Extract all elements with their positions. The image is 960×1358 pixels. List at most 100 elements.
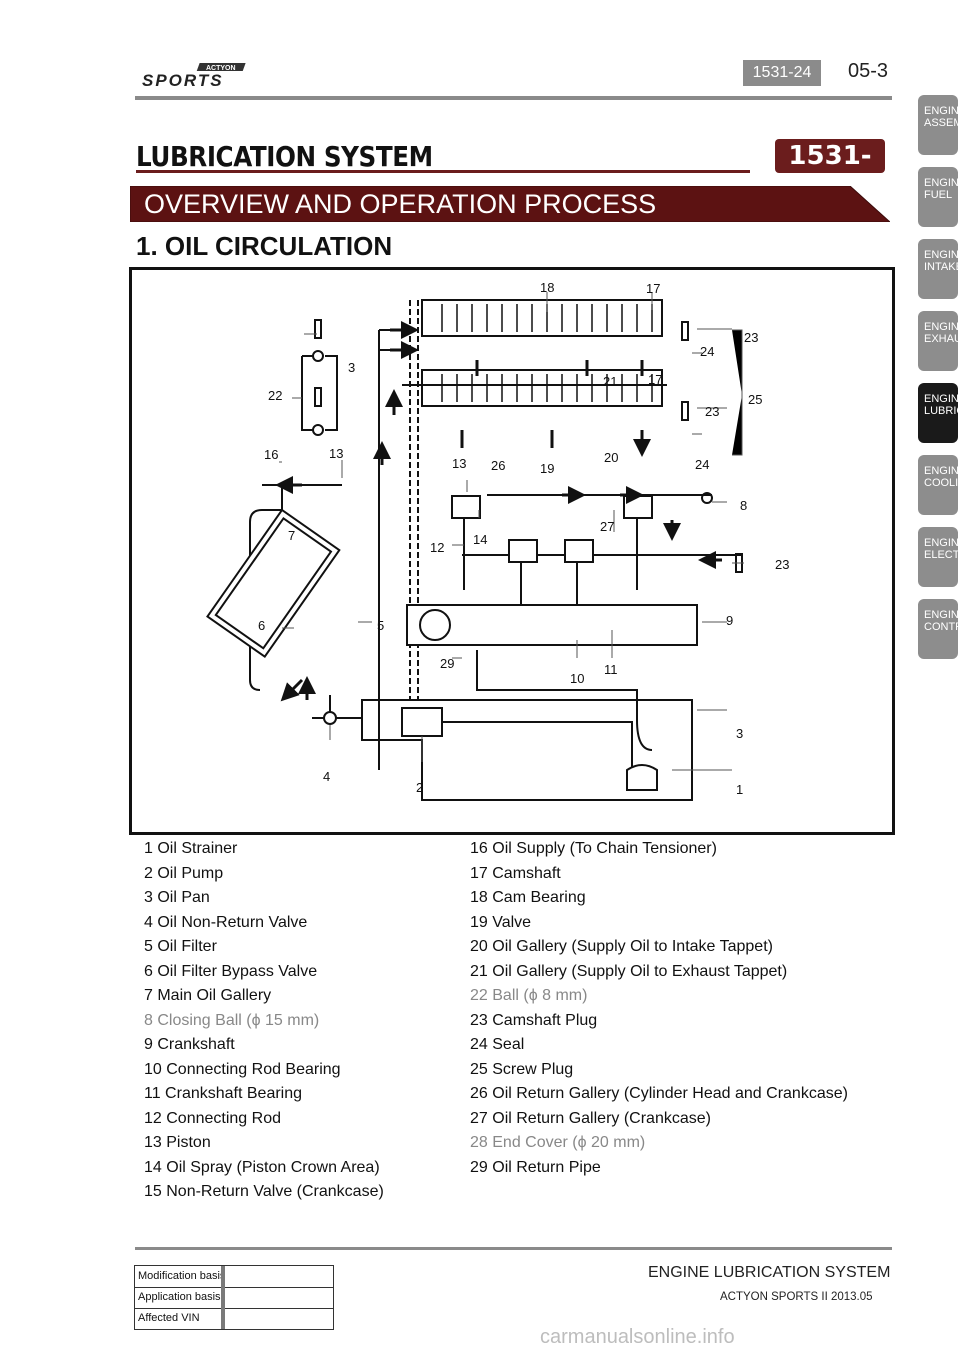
callout-18: 18 <box>540 280 555 295</box>
sidebar-tab-line1: ENGINE <box>924 177 958 189</box>
basis-label-vin: Affected VIN <box>138 1312 200 1324</box>
sidebar-tab-line2: COOLING <box>924 477 958 489</box>
legend-item: 13 Piston <box>144 1134 211 1151</box>
basis-label-application: Application basis <box>138 1291 221 1303</box>
watermark: carmanualsonline.info <box>540 1326 735 1348</box>
legend-item: 5 Oil Filter <box>144 938 217 955</box>
callout-3a: 3 <box>348 360 356 375</box>
callout-23c: 23 <box>775 557 790 572</box>
sidebar-tab-fuel[interactable]: ENGINEFUEL <box>918 167 958 227</box>
callout-5: 5 <box>377 618 385 633</box>
logo-small-text: ACTYON <box>206 65 236 72</box>
legend-item: 19 Valve <box>470 913 532 931</box>
legend-item: 2 Oil Pump <box>144 864 224 882</box>
basis-row-application: Application basis <box>135 1287 333 1309</box>
callout-2: 2 <box>416 780 424 795</box>
legend-item: 26 Oil Return Gallery (Cylinder Head and… <box>470 1085 848 1102</box>
basis-row-vin: Affected VIN <box>135 1308 333 1329</box>
callout-20: 20 <box>604 450 619 465</box>
sidebar-tab-line2: ELECTRI <box>924 549 958 561</box>
sidebar-tab-assembl[interactable]: ENGINEASSEMBL <box>918 95 958 155</box>
legend-item: 27 Oil Return Gallery (Crankcase) <box>470 1109 711 1127</box>
callout-27: 27 <box>600 519 615 534</box>
legend-item: 9 Crankshaft <box>144 1036 235 1053</box>
callout-12: 12 <box>430 540 445 555</box>
sidebar-tab-line2: CONTRO <box>924 621 958 633</box>
sidebar-tab-exhaust[interactable]: ENGINEEXHAUST <box>918 311 958 371</box>
sidebar-tab-line1: ENGINE <box>924 105 958 117</box>
logo-text: SPORTS <box>142 71 224 90</box>
legend-item: 24 Seal <box>470 1036 525 1053</box>
sidebar-tab-cooling[interactable]: ENGINECOOLING <box>918 455 958 515</box>
footer-title: ENGINE LUBRICATION SYSTEM <box>648 1264 891 1281</box>
legend-item: 7 Main Oil Gallery <box>144 987 272 1004</box>
sidebar-tab-line1: ENGINE <box>924 465 958 477</box>
sidebar-tab-line1: ENGINE <box>924 537 958 549</box>
callout-26: 26 <box>491 458 506 473</box>
callout-25: 25 <box>748 392 763 407</box>
callout-3b: 3 <box>736 726 744 741</box>
header-divider <box>135 96 892 100</box>
callout-10: 10 <box>570 671 585 686</box>
legend-item: 28 End Cover (ϕ 20 mm) <box>470 1134 646 1151</box>
sidebar-tab-intake[interactable]: ENGINEINTAKE <box>918 239 958 299</box>
callout-1: 1 <box>736 782 744 797</box>
oil-circulation-schematic <box>206 292 744 801</box>
legend-item: 3 Oil Pan <box>144 889 210 906</box>
legend-item: 21 Oil Gallery (Supply Oil to Exhaust Ta… <box>470 962 788 980</box>
legend-item: 25 Screw Plug <box>470 1060 574 1078</box>
callout-13a: 13 <box>329 446 344 461</box>
basis-table: Modification basis Application basis Aff… <box>134 1265 334 1330</box>
legend-item: 1 Oil Strainer <box>144 840 238 857</box>
callout-6: 6 <box>258 618 266 633</box>
page-title: LUBRICATION SYSTEM <box>136 140 433 173</box>
legend-item: 22 Ball (ϕ 8 mm) <box>470 987 588 1004</box>
legend-item: 8 Closing Ball (ϕ 15 mm) <box>144 1011 320 1029</box>
callout-13b: 13 <box>452 456 467 471</box>
callout-19: 19 <box>540 461 555 476</box>
callout-24a: 24 <box>700 344 715 359</box>
callout-4: 4 <box>323 769 331 784</box>
actyon-sports-logo: ACTYON SPORTS <box>138 62 250 90</box>
callout-21: 21 <box>603 374 618 389</box>
legend-item: 10 Connecting Rod Bearing <box>144 1060 341 1078</box>
legend-item: 14 Oil Spray (Piston Crown Area) <box>144 1158 380 1176</box>
sidebar-tab-line1: ENGINE <box>924 609 958 621</box>
legend-left: 1 Oil Strainer 2 Oil Pump 3 Oil Pan 4 Oil N… <box>144 837 464 1205</box>
legend-item: 16 Oil Supply (To Chain Tensioner) <box>470 840 717 857</box>
callout-17b: 17 <box>648 372 663 387</box>
callout-29: 29 <box>440 656 455 671</box>
page-number: 05-3 <box>848 60 889 82</box>
callout-23b: 23 <box>705 404 720 419</box>
sidebar-tab-line2: EXHAUST <box>924 333 958 345</box>
callout-22: 22 <box>268 388 283 403</box>
legend-right: 16 Oil Supply (To Chain Tensioner)17 Cam… <box>470 837 900 1180</box>
callout-17a: 17 <box>646 281 661 296</box>
footer-divider <box>135 1247 892 1250</box>
callout-23a: 23 <box>744 330 759 345</box>
basis-label-modification: Modification basis <box>138 1270 226 1282</box>
sidebar-tab-electri[interactable]: ENGINEELECTRI <box>918 527 958 587</box>
callout-14: 14 <box>473 532 488 547</box>
basis-divider <box>221 1266 225 1329</box>
callout-16: 16 <box>264 447 279 462</box>
title-code-badge: 1531-24 <box>775 139 885 205</box>
callout-24b: 24 <box>695 457 710 472</box>
banner-text: OVERVIEW AND OPERATION PROCESS <box>144 189 657 219</box>
callout-8: 8 <box>740 498 748 513</box>
title-underline <box>136 170 750 173</box>
sidebar-tab-contro[interactable]: ENGINECONTRO <box>918 599 958 659</box>
callout-11: 11 <box>604 662 618 677</box>
footer-subtitle: ACTYON SPORTS II 2013.05 <box>720 1291 873 1303</box>
section-banner <box>130 186 890 222</box>
sidebar-tab-line1: ENGINE <box>924 249 958 261</box>
legend-item: 6 Oil Filter Bypass Valve <box>144 962 318 980</box>
legend-item: 29 Oil Return Pipe <box>470 1158 601 1176</box>
legend-item: 11 Crankshaft Bearing <box>144 1085 303 1102</box>
legend-item: 4 Oil Non-Return Valve <box>144 913 308 931</box>
legend-item: 18 Cam Bearing <box>470 889 586 906</box>
code-tab: 1531-24 <box>743 60 821 86</box>
sidebar-tab-line2: FUEL <box>924 189 953 201</box>
